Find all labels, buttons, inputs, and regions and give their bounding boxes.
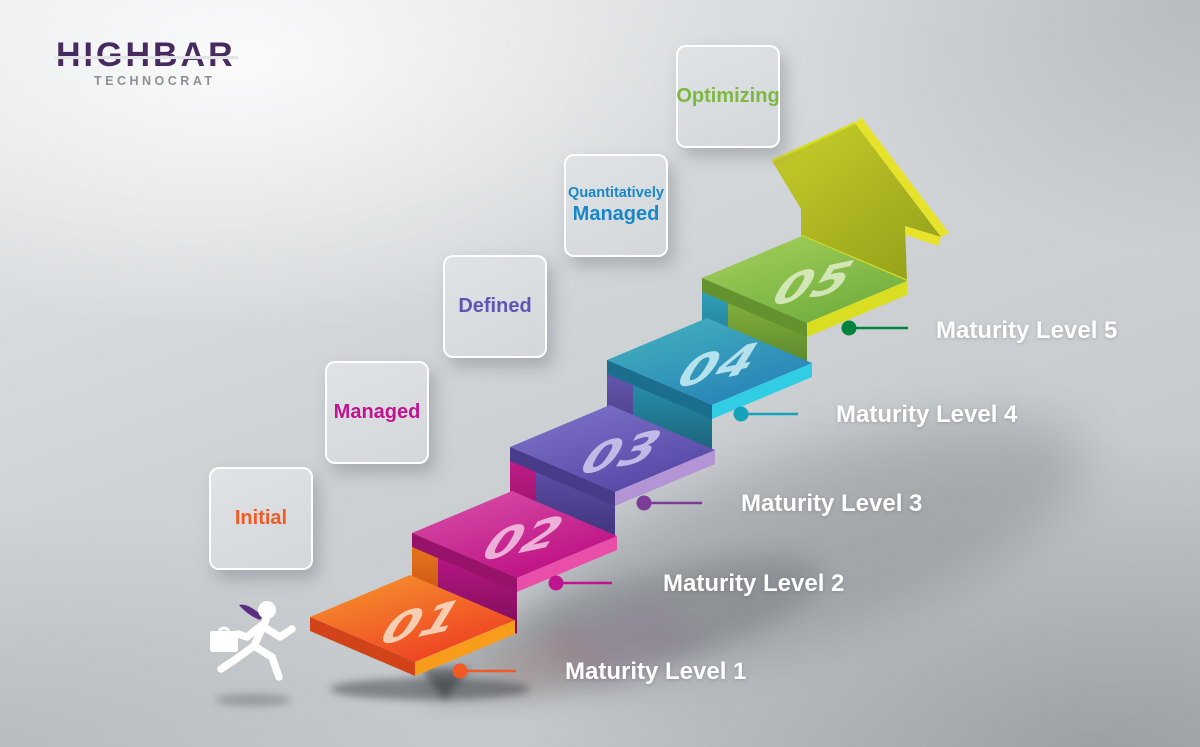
level-1-dot <box>452 663 468 679</box>
card-quant-label-line2: Managed <box>572 203 660 226</box>
maturity-level-3-label: Maturity Level 3 <box>741 490 923 517</box>
card-managed-label: Managed <box>333 401 421 423</box>
level-4-dot <box>733 406 749 422</box>
card-managed: Managed <box>325 361 429 464</box>
card-optimizing-label: Optimizing <box>676 85 780 107</box>
card-defined: Defined <box>443 255 547 358</box>
step-5-group: 05 <box>702 236 907 377</box>
card-initial-label: Initial <box>234 507 288 529</box>
floor-shadows <box>330 417 1086 705</box>
level-5-dot <box>841 320 857 336</box>
maturity-level-2-label: Maturity Level 2 <box>663 570 845 597</box>
maturity-level-1-label: Maturity Level 1 <box>565 658 747 685</box>
step-3-top-face <box>510 405 715 492</box>
brand-tagline: TECHNOCRAT <box>94 74 216 88</box>
card-initial: Initial <box>209 467 313 570</box>
step-4-top-face <box>607 318 812 405</box>
level-3-dot <box>636 495 652 511</box>
step-3-group: 03 <box>510 405 715 550</box>
card-quantitatively-managed: Quantitatively Managed <box>564 154 668 257</box>
maturity-level-5-label: Maturity Level 5 <box>936 317 1118 344</box>
arrow-bright-edge <box>855 117 949 237</box>
level-2-dot <box>548 575 564 591</box>
step-5-top-face <box>702 236 907 323</box>
step-1-group: 01 <box>310 575 515 676</box>
level-callouts <box>452 320 908 679</box>
step-1-top-face <box>310 575 515 662</box>
runner-icon <box>210 601 296 706</box>
brand-logo: HIGHBAR TECHNOCRAT <box>54 35 286 88</box>
step-2-group: 02 <box>412 491 617 634</box>
step-2-top-face <box>412 491 617 578</box>
card-quant-label-line1: Quantitatively <box>568 184 664 201</box>
step-4-group: 04 <box>607 318 812 464</box>
card-defined-label: Defined <box>458 295 532 317</box>
arrow-bright-edge-2 <box>905 226 941 246</box>
maturity-level-4-label: Maturity Level 4 <box>836 401 1018 428</box>
brand-name: HIGHBAR <box>54 35 238 75</box>
card-optimizing: Optimizing <box>676 45 780 148</box>
